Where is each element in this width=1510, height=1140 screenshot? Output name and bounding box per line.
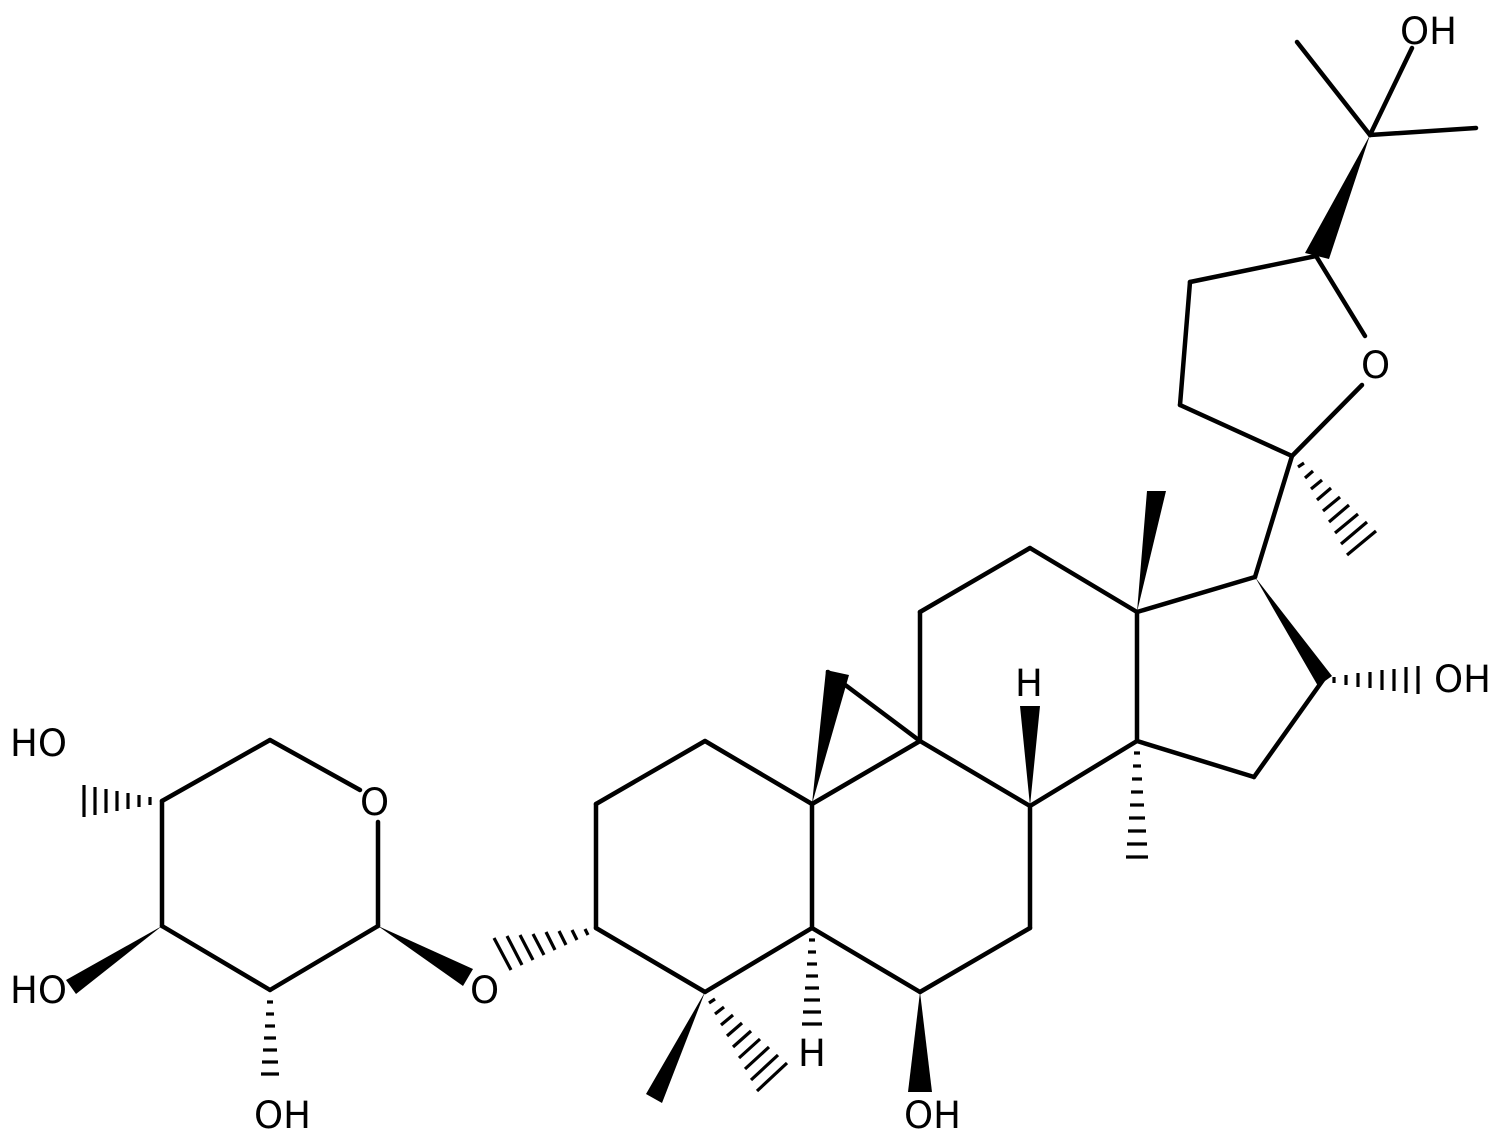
bond [1134, 574, 1258, 615]
wedge-bond [1020, 706, 1040, 806]
atom-label-ho-xylose-c3: HO [10, 969, 67, 1012]
atom-label-h-c5: H [798, 1032, 826, 1075]
wedge-bond [1137, 491, 1166, 612]
hash-bond [1126, 751, 1148, 859]
bond [917, 925, 1033, 995]
bond [1251, 677, 1326, 780]
hash-bond [708, 997, 789, 1093]
bond [159, 923, 273, 993]
atom-label-o-glycosidic: O [470, 969, 499, 1012]
hash-bond [261, 1000, 279, 1076]
atom-label-oh-c16: OH [1434, 658, 1491, 701]
wedge-bond [378, 926, 473, 986]
bond [1027, 738, 1140, 809]
bond [1313, 253, 1368, 339]
bond [702, 925, 815, 995]
hash-bonds [82, 461, 1420, 1093]
bond [1252, 453, 1295, 580]
wedge-bonds [66, 135, 1370, 1103]
bond [1134, 738, 1257, 780]
bond [809, 738, 923, 807]
bond [1187, 253, 1319, 285]
bond [702, 738, 815, 807]
atom-label-oh-xylose-c2: OH [254, 1094, 311, 1137]
bond [1177, 402, 1295, 459]
bond [593, 738, 708, 807]
hash-bond [1332, 666, 1420, 694]
bond [267, 737, 363, 793]
atom-label-o-xylose-ring: O [360, 781, 389, 824]
wedge-bond [812, 670, 849, 804]
bonds [159, 39, 1479, 995]
wedge-bond [908, 992, 932, 1092]
hash-bond [1297, 461, 1378, 557]
atom-label-ho-xylose-c4: HO [10, 722, 67, 765]
atom-labels: OH O OH H HO O HO O H OH OH [10, 10, 1491, 1137]
wedge-bond [646, 992, 705, 1103]
bond [1367, 125, 1479, 138]
bond [917, 738, 1033, 809]
atom-label-h-c8: H [1015, 662, 1043, 705]
wedge-bond [66, 926, 162, 994]
bond [1177, 279, 1193, 408]
bond [1027, 545, 1140, 615]
atom-label-o-thf-ring: O [1361, 344, 1390, 387]
bond [159, 737, 273, 804]
bond [809, 925, 923, 995]
bond [267, 923, 381, 993]
hash-bond [82, 785, 152, 817]
hash-bond [802, 938, 822, 1026]
bond [1294, 39, 1373, 138]
atom-label-oh-c6: OH [904, 1094, 961, 1137]
bond [917, 545, 1033, 615]
wedge-bond [1305, 135, 1370, 259]
bond [593, 925, 708, 995]
bond [1289, 382, 1365, 459]
atom-label-oh-terminal: OH [1400, 10, 1457, 53]
wedge-bond [1255, 577, 1332, 686]
bond [1367, 45, 1415, 138]
hash-bond [492, 928, 590, 971]
